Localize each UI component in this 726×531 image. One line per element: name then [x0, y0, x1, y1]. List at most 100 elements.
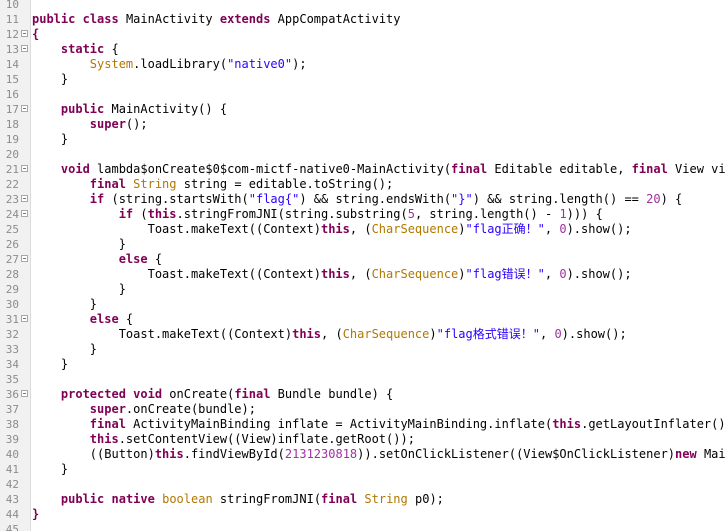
code-token: .onCreate(bundle); — [125, 402, 256, 416]
code-line[interactable]: 39 this.setContentView((View)inflate.get… — [0, 432, 726, 447]
code-token: , ( — [321, 327, 343, 341]
code-line[interactable]: 41 } — [0, 462, 726, 477]
line-number-gutter — [0, 0, 31, 531]
code-token: "flag错误！" — [465, 267, 545, 281]
code-token: ).show(); — [566, 222, 632, 236]
code-token: public — [32, 12, 76, 26]
fold-collapse-icon[interactable] — [21, 195, 28, 202]
code-text: } — [32, 282, 126, 297]
code-text: public class MainActivity extends AppCom… — [32, 12, 401, 27]
code-token: Bundle bundle) { — [270, 387, 394, 401]
fold-collapse-icon[interactable] — [21, 210, 28, 217]
code-line[interactable]: 22 final String string = editable.toStri… — [0, 177, 726, 192]
code-line[interactable]: 24 if (this.stringFromJNI(string.substri… — [0, 207, 726, 222]
code-token: void — [133, 387, 163, 401]
code-token: String — [364, 492, 408, 506]
code-token: String — [133, 177, 177, 191]
line-number: 11 — [5, 13, 19, 26]
code-line[interactable]: 32 Toast.makeText((Context)this, (CharSe… — [0, 327, 726, 342]
code-token: else — [118, 252, 148, 266]
fold-collapse-icon[interactable] — [21, 165, 28, 172]
code-line[interactable]: 10 — [0, 0, 726, 12]
code-line[interactable]: 26 } — [0, 237, 726, 252]
code-line[interactable]: 29 } — [0, 282, 726, 297]
code-line[interactable]: 37 super.onCreate(bundle); — [0, 402, 726, 417]
code-line[interactable]: 20 — [0, 147, 726, 162]
code-token: this — [292, 327, 321, 341]
line-number: 43 — [5, 493, 19, 506]
code-token: .loadLibrary( — [133, 57, 228, 71]
code-line[interactable]: 19 } — [0, 132, 726, 147]
code-token: 2131230818 — [284, 447, 358, 461]
code-line[interactable]: 16 — [0, 87, 726, 102]
code-token: MainActivity — [703, 447, 726, 461]
code-line[interactable]: 28 Toast.makeText((Context)this, (CharSe… — [0, 267, 726, 282]
code-text: super.onCreate(bundle); — [32, 402, 256, 417]
code-line[interactable]: 21 void lambda$onCreate$0$com-mictf-nati… — [0, 162, 726, 177]
code-line[interactable]: 33 } — [0, 342, 726, 357]
code-token — [104, 492, 111, 506]
code-token: ( — [133, 207, 148, 221]
line-number: 34 — [5, 358, 19, 371]
code-line[interactable]: 38 final ActivityMainBinding inflate = A… — [0, 417, 726, 432]
code-token: , ( — [349, 222, 372, 236]
code-line[interactable]: 44} — [0, 507, 726, 522]
code-token: } — [32, 462, 69, 476]
code-token: "native0" — [227, 57, 293, 71]
code-token: } — [32, 507, 40, 521]
code-token: void — [60, 162, 90, 176]
fold-collapse-icon[interactable] — [21, 390, 28, 397]
code-token: } — [32, 72, 69, 86]
code-line[interactable]: 27 else { — [0, 252, 726, 267]
code-line[interactable]: 15 } — [0, 72, 726, 87]
code-line[interactable]: 18 super(); — [0, 117, 726, 132]
code-token: , — [539, 327, 555, 341]
code-line[interactable]: 25 Toast.makeText((Context)this, (CharSe… — [0, 222, 726, 237]
code-line[interactable]: 23 if (string.startsWith("flag{") && str… — [0, 192, 726, 207]
code-token: ) — [458, 222, 466, 236]
code-token: AppCompatActivity — [270, 12, 401, 26]
code-token: { — [118, 312, 134, 326]
code-line[interactable]: 42 — [0, 477, 726, 492]
code-token: } — [32, 342, 98, 356]
code-line[interactable]: 30 } — [0, 297, 726, 312]
code-line[interactable]: 45 — [0, 522, 726, 531]
code-token: public — [60, 492, 105, 506]
line-number: 30 — [5, 298, 19, 311]
code-line[interactable]: 31 else { — [0, 312, 726, 327]
code-token: .findViewById( — [183, 447, 285, 461]
code-token: p0); — [407, 492, 444, 506]
code-line[interactable]: 14 System.loadLibrary("native0"); — [0, 57, 726, 72]
line-number: 23 — [5, 193, 19, 206]
code-token: } — [32, 297, 98, 311]
code-text: } — [32, 72, 68, 87]
code-token: this — [154, 447, 184, 461]
code-token — [75, 12, 82, 26]
code-line[interactable]: 12{ — [0, 27, 726, 42]
code-token: final — [321, 492, 358, 506]
fold-collapse-icon[interactable] — [21, 30, 28, 37]
fold-collapse-icon[interactable] — [21, 315, 28, 322]
code-line[interactable]: 11 public class MainActivity extends AppC… — [0, 12, 726, 27]
fold-collapse-icon[interactable] — [21, 45, 28, 52]
code-text: public MainActivity() { — [32, 102, 227, 117]
code-token — [155, 492, 162, 506]
code-line[interactable]: 43 public native boolean stringFromJNI(f… — [0, 492, 726, 507]
code-token: super — [89, 402, 126, 416]
code-line[interactable]: 17 public MainActivity() { — [0, 102, 726, 117]
line-number: 35 — [5, 373, 19, 386]
code-line[interactable]: 36 protected void onCreate(final Bundle … — [0, 387, 726, 402]
code-text: static { — [32, 42, 119, 57]
code-token: 0 — [554, 327, 562, 341]
code-line[interactable]: 13 static { — [0, 42, 726, 57]
code-line[interactable]: 35 — [0, 372, 726, 387]
code-token: CharSequence — [371, 222, 459, 236]
code-line[interactable]: 40 ((Button)this.findViewById(2131230818… — [0, 447, 726, 462]
fold-collapse-icon[interactable] — [21, 255, 28, 262]
code-token: 1 — [559, 207, 567, 221]
code-token: 5 — [407, 207, 415, 221]
code-line[interactable]: 34 } — [0, 357, 726, 372]
fold-collapse-icon[interactable] — [21, 105, 28, 112]
code-token — [32, 432, 90, 446]
